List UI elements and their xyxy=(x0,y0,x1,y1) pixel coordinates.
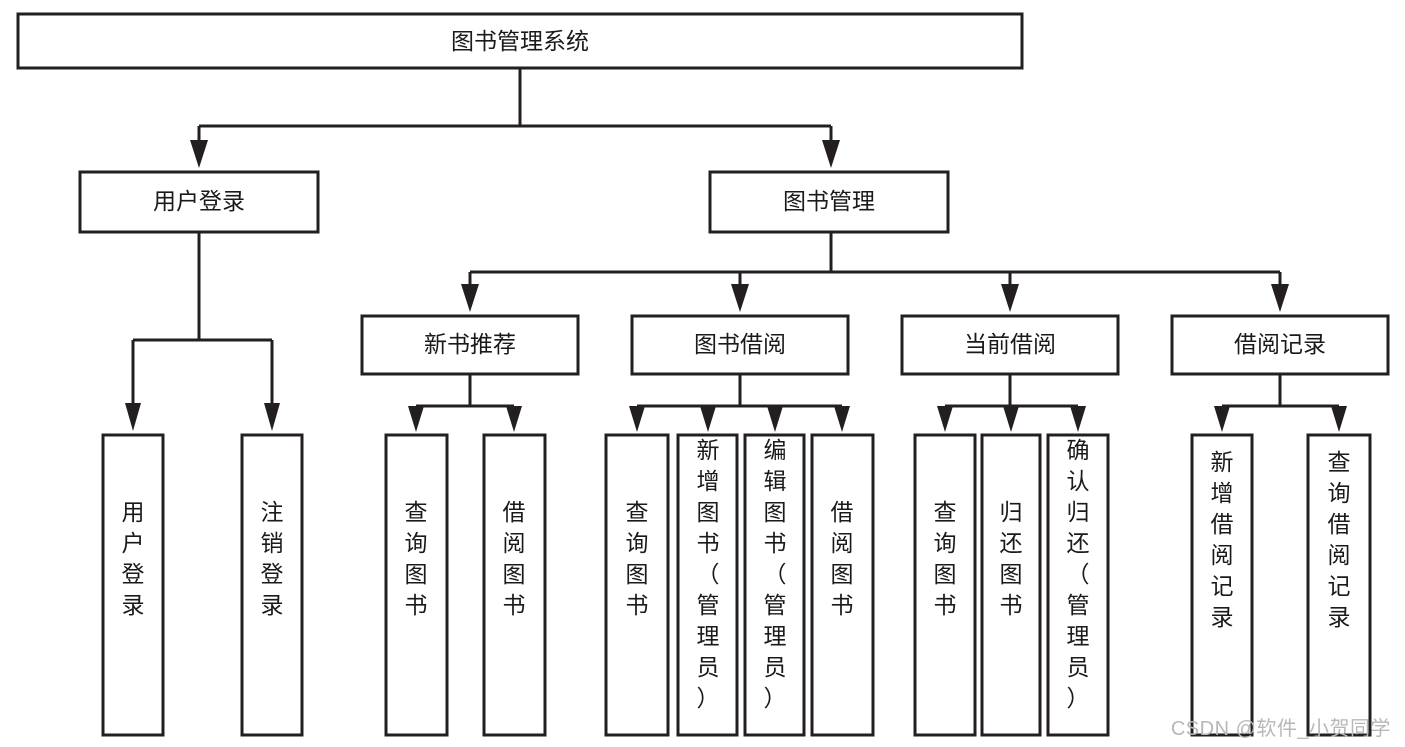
node-book-management-box xyxy=(708,170,950,234)
leaf-query-borrow-record[interactable]: 查询借阅记录 xyxy=(1306,433,1372,737)
node-new-book-recommendation-label: 新书推荐 xyxy=(424,331,516,357)
node-current-borrowing-box xyxy=(900,314,1120,376)
node-borrowing-record[interactable]: 借阅记录 xyxy=(1170,314,1390,376)
leaf-query-borrow-record-box xyxy=(1306,433,1372,737)
leaf-query-book-borrowing-box xyxy=(604,433,670,737)
leaf-query-book-newbook-label: 查询图书 xyxy=(405,499,428,618)
leaf-query-book-current-box xyxy=(913,433,977,737)
leaf-confirm-return-admin-label: 确认归还（管理员） xyxy=(1067,437,1090,711)
leaf-add-book-admin[interactable]: 新增图书（管理员） xyxy=(676,433,739,737)
node-current-borrowing-label: 当前借阅 xyxy=(964,331,1056,357)
leaf-borrow-book-borrowing[interactable]: 借阅图书 xyxy=(810,433,875,737)
node-book-borrowing-box xyxy=(630,314,850,376)
leaf-add-borrow-record-box xyxy=(1190,433,1254,737)
csdn-watermark: CSDN @软件_小贺同学 xyxy=(1170,718,1391,740)
leaf-logout[interactable]: 注销登录 xyxy=(240,433,304,737)
arrow-head-leaf-query-book-2 xyxy=(629,406,645,432)
arrow-head-record xyxy=(1271,284,1289,312)
arrow-head-book-mgmt xyxy=(822,140,840,168)
arrow-head-leaf-borrow-book-2 xyxy=(834,406,850,432)
leaf-logout-box xyxy=(240,433,304,737)
leaf-user-login-label: 用户登录 xyxy=(122,499,145,618)
leaf-borrow-book-newbook-label: 借阅图书 xyxy=(503,499,526,618)
leaf-user-login-box xyxy=(101,433,165,737)
arrow-head-leaf-return-book xyxy=(1003,406,1019,432)
leaf-logout-label: 注销登录 xyxy=(261,499,284,618)
node-root-box xyxy=(16,12,1024,70)
node-borrowing-record-label: 借阅记录 xyxy=(1234,331,1326,357)
arrow-head-current xyxy=(1001,284,1019,312)
node-user-login[interactable]: 用户登录 xyxy=(78,170,320,234)
leaf-edit-book-admin[interactable]: 编辑图书（管理员） xyxy=(743,433,806,737)
arrow-head-leaf-query-book-3 xyxy=(937,406,953,432)
leaf-borrow-book-borrowing-box xyxy=(810,433,875,737)
leaf-confirm-return-admin-box xyxy=(1046,433,1110,737)
node-book-borrowing-label: 图书借阅 xyxy=(694,331,786,357)
leaf-borrow-book-newbook-box xyxy=(482,433,547,737)
leaf-borrow-book-borrowing-label: 借阅图书 xyxy=(831,499,854,618)
arrow-head-user-login xyxy=(190,140,208,168)
arrow-head-leaf-confirm-return xyxy=(1070,406,1086,432)
connectors-layer xyxy=(125,68,1347,432)
leaf-query-book-borrowing-label: 查询图书 xyxy=(626,499,649,618)
arrow-head-newbook xyxy=(461,284,479,312)
leaf-query-book-current-label: 查询图书 xyxy=(934,499,957,618)
leaf-add-borrow-record[interactable]: 新增借阅记录 xyxy=(1190,433,1254,737)
leaf-edit-book-admin-label: 编辑图书（管理员） xyxy=(764,437,787,711)
node-root-label: 图书管理系统 xyxy=(451,28,589,54)
node-user-login-label: 用户登录 xyxy=(153,188,245,214)
leaf-add-book-admin-box xyxy=(676,433,739,737)
leaf-confirm-return-admin[interactable]: 确认归还（管理员） xyxy=(1046,433,1110,737)
leaf-query-book-current[interactable]: 查询图书 xyxy=(913,433,977,737)
leaf-user-login[interactable]: 用户登录 xyxy=(101,433,165,737)
node-book-management-label: 图书管理 xyxy=(783,188,875,214)
node-user-login-box xyxy=(78,170,320,234)
arrow-head-borrow xyxy=(731,284,749,312)
arrow-head-leaf-query-record xyxy=(1331,406,1347,432)
node-root-book-management-system[interactable]: 图书管理系统 xyxy=(16,12,1024,70)
node-borrowing-record-box xyxy=(1170,314,1390,376)
leaf-add-borrow-record-label: 新增借阅记录 xyxy=(1211,449,1234,630)
arrow-head-leaf-user-login xyxy=(125,403,141,431)
leaf-query-book-newbook[interactable]: 查询图书 xyxy=(384,433,449,737)
leaf-edit-book-admin-box xyxy=(743,433,806,737)
arrow-head-leaf-borrow-book-1 xyxy=(506,406,522,432)
node-book-management[interactable]: 图书管理 xyxy=(708,170,950,234)
leaf-return-book[interactable]: 归还图书 xyxy=(980,433,1042,737)
leaf-query-book-borrowing[interactable]: 查询图书 xyxy=(604,433,670,737)
leaf-return-book-box xyxy=(980,433,1042,737)
node-current-borrowing[interactable]: 当前借阅 xyxy=(900,314,1120,376)
arrow-head-leaf-query-book-1 xyxy=(408,406,424,432)
leaf-query-borrow-record-label: 查询借阅记录 xyxy=(1328,449,1351,630)
arrow-head-leaf-add-book xyxy=(700,406,716,432)
arrow-head-leaf-logout xyxy=(264,403,280,431)
leaf-query-book-newbook-box xyxy=(384,433,449,737)
leaf-add-book-admin-label: 新增图书（管理员） xyxy=(697,437,720,711)
node-new-book-recommendation[interactable]: 新书推荐 xyxy=(360,314,580,376)
leaf-borrow-book-newbook[interactable]: 借阅图书 xyxy=(482,433,547,737)
leaf-return-book-label: 归还图书 xyxy=(1000,499,1023,618)
arrow-head-leaf-edit-book xyxy=(767,406,783,432)
arrow-head-leaf-add-record xyxy=(1214,406,1230,432)
node-new-book-recommendation-box xyxy=(360,314,580,376)
node-book-borrowing[interactable]: 图书借阅 xyxy=(630,314,850,376)
